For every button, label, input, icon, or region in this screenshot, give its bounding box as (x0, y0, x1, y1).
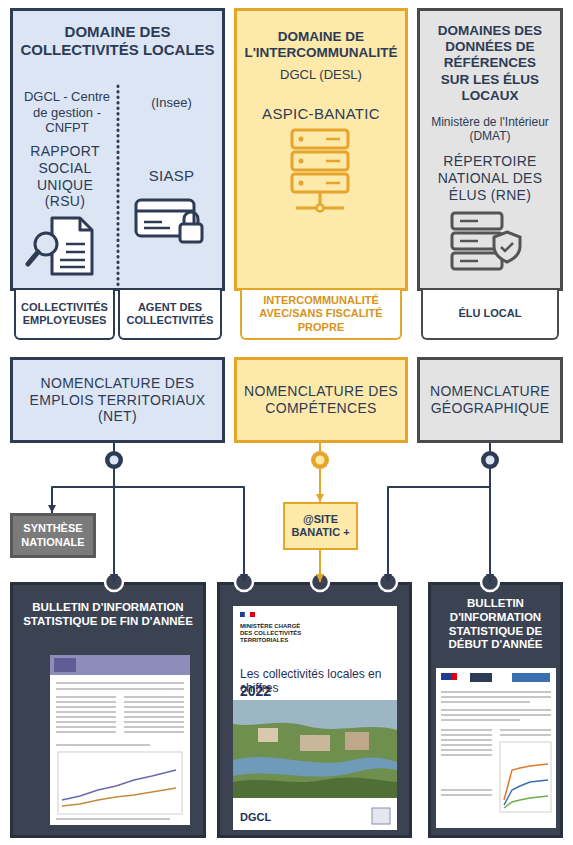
node-text: SYNTHÈSE NATIONALE (13, 516, 93, 555)
node-text: COLLECTIVITÉS EMPLOYEUSES (16, 290, 113, 338)
scope-tab: INTERCOMMUNALITÉ AVEC/SANS FISCALITÉ PRO… (240, 290, 402, 340)
connector (52, 443, 114, 513)
scope-tab: COLLECTIVITÉS EMPLOYEUSES (14, 290, 115, 340)
node-text: DOMAINE DE L'INTERCOMMUNALITÉ (237, 29, 405, 61)
connector-start-dot-core (110, 456, 119, 465)
node-text: 2022 (240, 683, 390, 700)
nomenclature-box: NOMENCLATURE DES EMPLOIS TERRITORIAUX (N… (10, 357, 225, 443)
node-text: NOMENCLATURE DES COMPÉTENCES (237, 360, 405, 440)
domain-panel: DOMAINES DES DONNÉES DE RÉFÉRENCES SUR L… (417, 8, 563, 291)
connector (319, 443, 321, 502)
node-text: BULLETIN D'INFORMATION STATISTIQUE DE DÉ… (431, 597, 560, 652)
node-text: DGCL (DESL) (237, 67, 405, 83)
output-box: SYNTHÈSE NATIONALE (10, 513, 96, 558)
connector-start-dot (105, 451, 123, 469)
node-text: NOMENCLATURE DES EMPLOIS TERRITORIAUX (N… (13, 360, 222, 440)
node-text: DOMAINE DES COLLECTIVITÉS LOCALES (13, 23, 222, 59)
domain-panel: DOMAINE DE L'INTERCOMMUNALITÉ DGCL (DESL)… (234, 8, 408, 291)
connector (114, 443, 244, 582)
connector-start-dot (481, 451, 499, 469)
scope-tab: ÉLU LOCAL (421, 290, 559, 340)
nomenclature-box: NOMENCLATURE DES COMPÉTENCES (234, 357, 408, 443)
node-text: RAPPORT SOCIAL UNIQUE (RSU) (19, 143, 111, 210)
node-text: NOMENCLATURE GÉOGRAPHIQUE (420, 360, 560, 440)
connector (113, 443, 115, 582)
node-text: SIASP (121, 167, 222, 185)
node-text: BULLETIN D'INFORMATION STATISTIQUE DE FI… (16, 601, 200, 629)
scope-tab: AGENT DES COLLECTIVITÉS (118, 290, 222, 340)
node-text: DOMAINES DES DONNÉES DE RÉFÉRENCES SUR L… (428, 23, 552, 104)
node-text: MINISTÈRE CHARGÉ DES COLLECTIVITÉS TERRI… (240, 623, 310, 644)
node-text: AGENT DES COLLECTIVITÉS (120, 290, 220, 338)
node-text: @SITE BANATIC + (285, 504, 356, 548)
connector-start-dot (311, 451, 329, 469)
domain-panel: DOMAINE DES COLLECTIVITÉS LOCALES DGCL - … (10, 8, 225, 291)
node-text: ÉLU LOCAL (423, 290, 557, 338)
connector (319, 550, 321, 582)
connector-start-dot-core (316, 456, 325, 465)
connector (489, 443, 491, 582)
node-text: (Insee) (121, 95, 222, 111)
node-text: RÉPERTOIRE NATIONAL DES ÉLUS (RNE) (430, 153, 550, 203)
node-text: ASPIC-BANATIC (237, 105, 405, 123)
publication-box: MINISTÈRE CHARGÉ DES COLLECTIVITÉS TERRI… (217, 582, 412, 838)
connector (388, 443, 490, 582)
connector-start-dot-core (486, 456, 495, 465)
node-text: Ministère de l'Intérieur (DMAT) (420, 115, 560, 144)
publication-box: BULLETIN D'INFORMATION STATISTIQUE DE FI… (10, 582, 206, 838)
node-text: DGCL - Centre de gestion - CNFPT (15, 89, 119, 136)
node-text: INTERCOMMUNALITÉ AVEC/SANS FISCALITÉ PRO… (242, 290, 400, 338)
node-text: DGCL (240, 811, 320, 824)
website-box: @SITE BANATIC + (283, 502, 358, 550)
publication-box: BULLETIN D'INFORMATION STATISTIQUE DE DÉ… (428, 582, 563, 838)
nomenclature-box: NOMENCLATURE GÉOGRAPHIQUE (417, 357, 563, 443)
